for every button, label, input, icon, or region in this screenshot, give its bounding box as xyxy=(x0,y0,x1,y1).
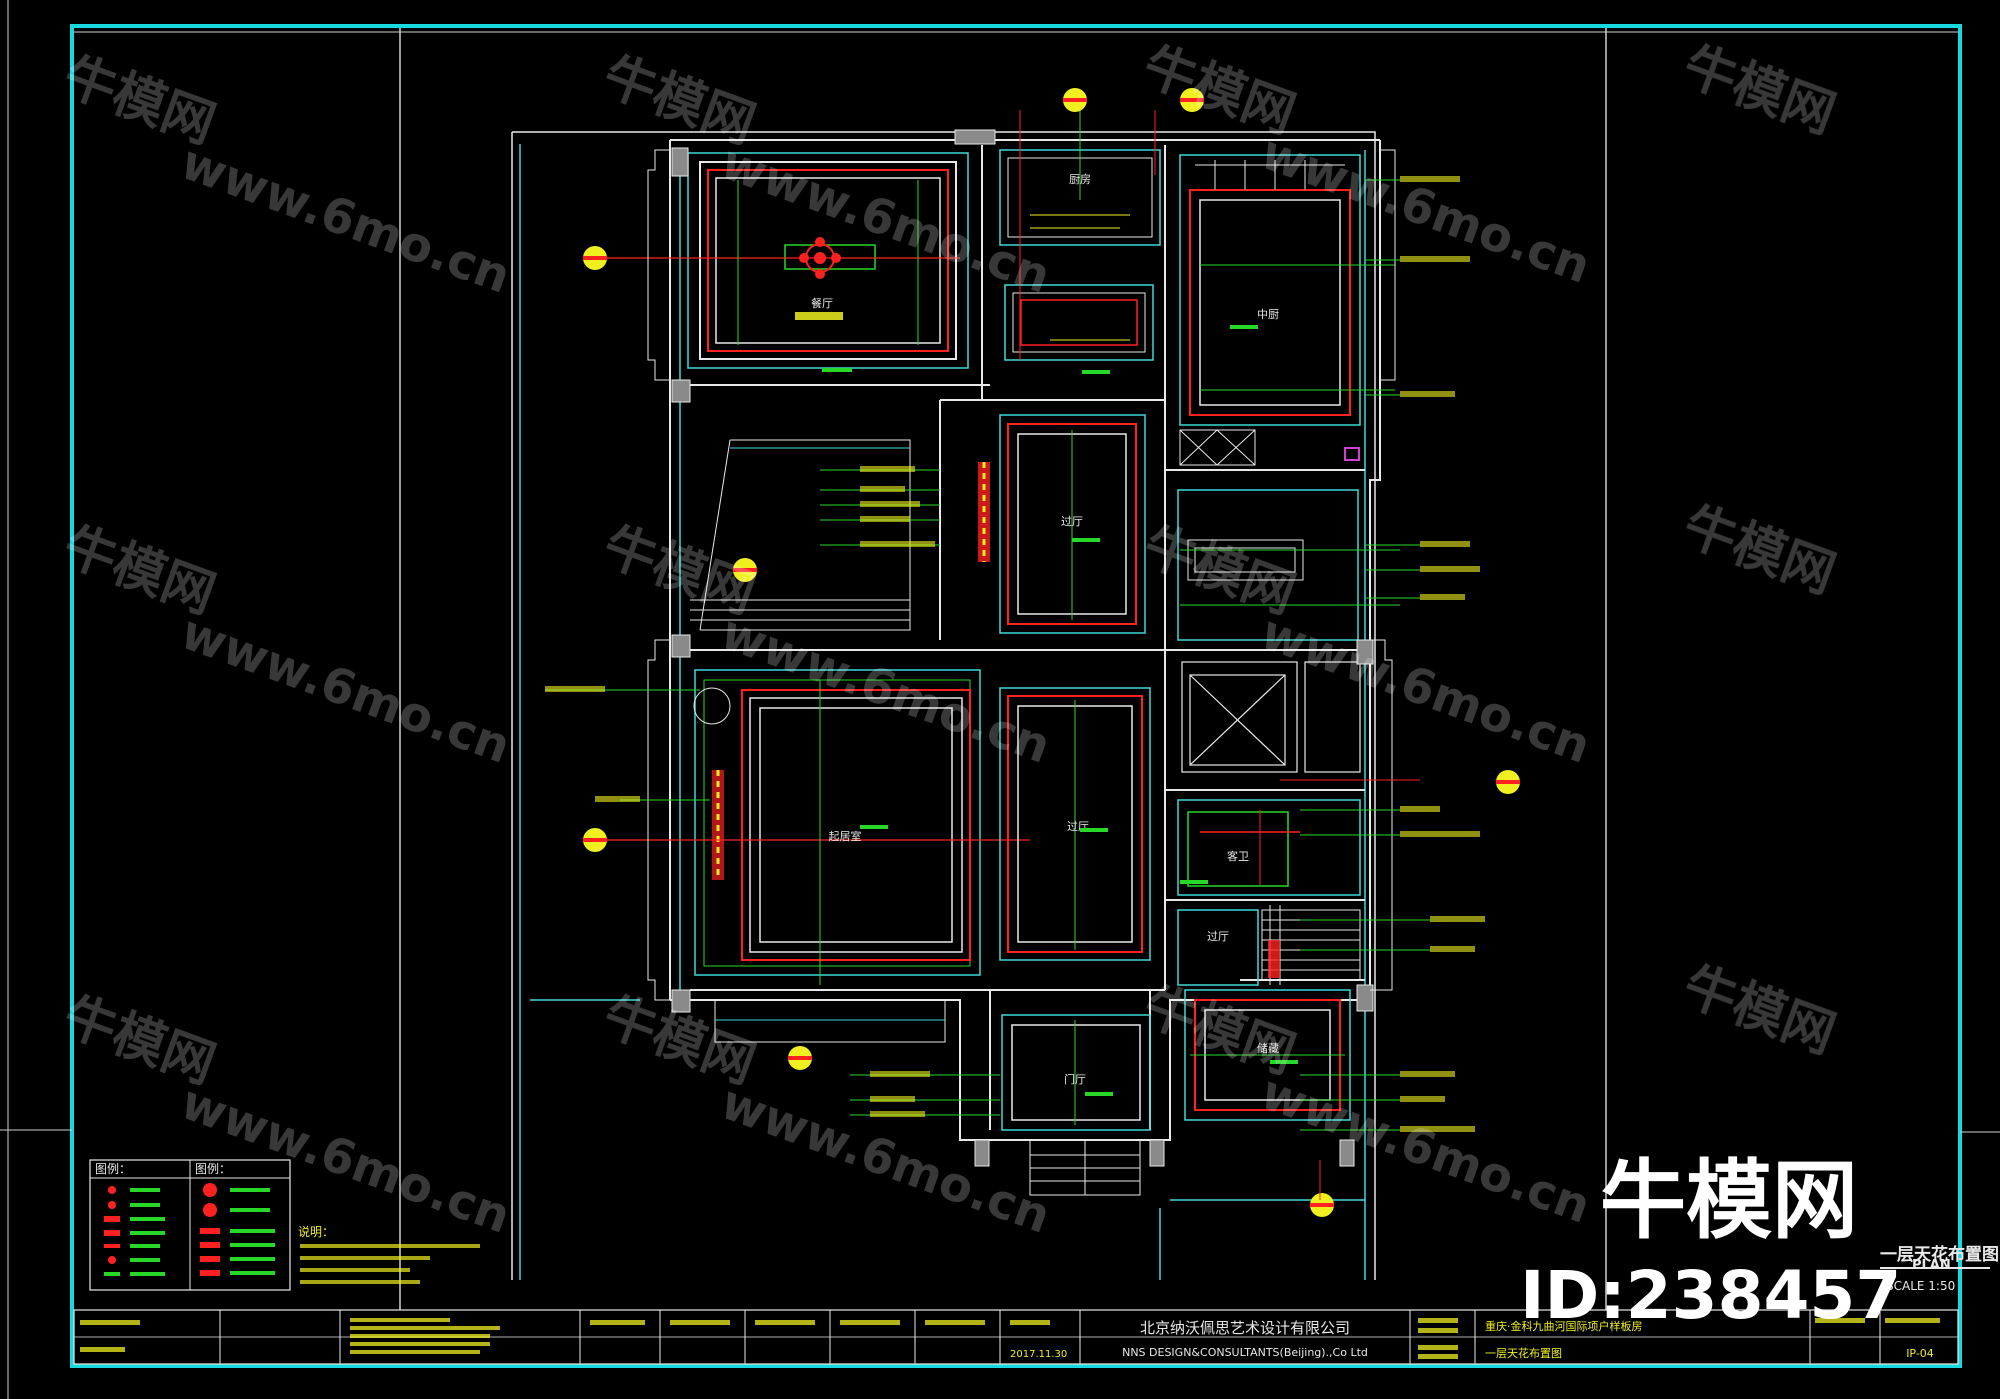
plan-title-en: PLAN xyxy=(1912,1258,1951,1273)
watermark-brand: 牛模网 xyxy=(1676,956,1843,1066)
room-kitchen: 厨房 xyxy=(999,110,1161,361)
elevator-shaft xyxy=(1181,661,1361,773)
section-markers xyxy=(583,88,1520,1217)
watermark-brand-large: 牛模网 xyxy=(1600,1151,1858,1251)
title-block: 北京纳沃佩思艺术设计有限公司 NNS DESIGN&CONSULTANTS(Be… xyxy=(73,1309,1959,1365)
room-guest-wc: 客卫 xyxy=(1177,799,1361,896)
interior-walls xyxy=(690,145,1365,1130)
legend-header-right: 图例： xyxy=(195,1162,231,1176)
watermark-url: www.6mo.cn xyxy=(174,604,518,775)
room-label-dining: 餐厅 xyxy=(811,296,833,310)
room-label-kitchen: 厨房 xyxy=(1069,173,1091,186)
room-corridor-c: 过厅 xyxy=(1177,905,1361,986)
room-label-foyer: 门厅 xyxy=(1064,1072,1086,1086)
bottom-landing xyxy=(714,999,946,1043)
watermark-url: www.6mo.cn xyxy=(174,134,518,305)
plan-title-cn: 一层天花布置图 xyxy=(1880,1244,1999,1265)
legend-symbols xyxy=(104,1183,220,1276)
watermark-url: www.6mo.cn xyxy=(1254,1064,1598,1235)
site-boundary xyxy=(511,131,1376,1280)
room-utility xyxy=(1177,489,1400,641)
notes-lines xyxy=(300,1244,480,1284)
room-label-storage: 储藏 xyxy=(1257,1041,1279,1055)
room-corridor-a: 过厅 xyxy=(978,414,1146,634)
room-dining: 餐厅 xyxy=(590,152,969,369)
room-label-living: 起居室 xyxy=(829,829,862,843)
watermark-id: ID:238457 xyxy=(1520,1257,1901,1334)
plan-title: 一层天花布置图 PLAN SCALE 1:50 xyxy=(1880,1244,1999,1293)
elevation-marks xyxy=(822,325,1298,1096)
drawing-date: 2017.11.30 xyxy=(1010,1349,1067,1360)
legend: 图例： 图例： xyxy=(89,1159,480,1291)
notes-title: 说明： xyxy=(298,1224,334,1239)
room-label-corridor-a: 过厅 xyxy=(1061,515,1083,528)
drawing-name: 一层天花布置图 xyxy=(1485,1347,1562,1360)
watermark-brand: 牛模网 xyxy=(1676,496,1843,606)
room-label-guest-wc: 客卫 xyxy=(1227,849,1249,863)
legend-header-left: 图例： xyxy=(95,1162,131,1176)
sheet-number: IP-04 xyxy=(1906,1347,1934,1360)
window-bays xyxy=(647,149,1396,1001)
title-block-field-labels xyxy=(80,1318,1940,1359)
columns xyxy=(671,129,1374,1167)
room-living: 起居室 xyxy=(590,669,1030,985)
room-foyer: 门厅 xyxy=(1001,1014,1151,1196)
company-name-en: NNS DESIGN&CONSULTANTS(Beijing).,Co Ltd xyxy=(1122,1346,1368,1359)
legend-labels xyxy=(130,1188,275,1276)
company-name-cn: 北京纳沃佩思艺术设计有限公司 xyxy=(1140,1319,1350,1337)
watermark-url: www.6mo.cn xyxy=(1254,124,1598,295)
room-corridor-b: 过厅 xyxy=(999,687,1151,961)
stair-area xyxy=(690,439,911,631)
plan-scale: SCALE 1:50 xyxy=(1886,1279,1955,1293)
annotation-tags xyxy=(545,176,1485,1132)
watermarks: 牛模网 www.6mo.cn 牛模网 www.6mo.cn 牛模网 www.6m… xyxy=(56,36,1843,1245)
room-storage: 储藏 xyxy=(1184,989,1351,1121)
room-middle-kitchen: 中厨 xyxy=(1179,154,1395,466)
project-name: 重庆·金科九曲河国际项户样板房 xyxy=(1485,1319,1643,1333)
room-label-middle-kitchen: 中厨 xyxy=(1257,308,1279,321)
watermark-brand: 牛模网 xyxy=(1676,36,1843,146)
outer-frame xyxy=(70,24,1962,1368)
room-label-corridor-c: 过厅 xyxy=(1207,930,1229,943)
watermark-url: www.6mo.cn xyxy=(714,134,1058,305)
